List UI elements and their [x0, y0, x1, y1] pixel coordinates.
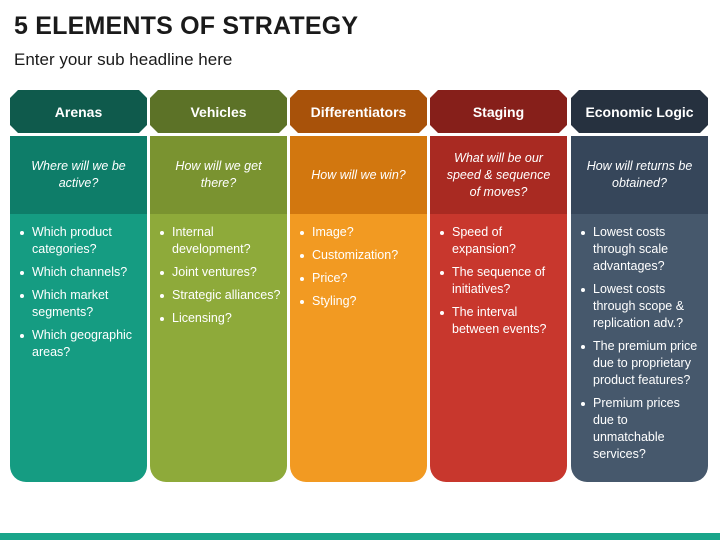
column-header: Staging: [430, 90, 567, 133]
bullet-list: Internal development? Joint ventures? Stra…: [150, 214, 287, 327]
column-question: How will returns be obtained?: [571, 136, 708, 214]
bullet-item: Which geographic areas?: [20, 327, 141, 361]
column-body: How will we get there?Internal developme…: [150, 136, 287, 482]
column-question: How will we get there?: [150, 136, 287, 214]
bullet-item: The sequence of initiatives?: [440, 264, 561, 298]
bullet-item: Which market segments?: [20, 287, 141, 321]
bullet-item: Lowest costs through scale advantages?: [581, 224, 702, 275]
bullet-item: Which channels?: [20, 264, 141, 281]
bullet-list: Image? Customization? Price? Styling?: [290, 214, 427, 310]
bullet-item: Price?: [300, 270, 421, 287]
column-body: What will be our speed & sequence of mov…: [430, 136, 567, 482]
bullet-item: Licensing?: [160, 310, 281, 327]
column-body: Where will we be active?Which product ca…: [10, 136, 147, 482]
bullet-item: Image?: [300, 224, 421, 241]
bullet-item: Which product categories?: [20, 224, 141, 258]
page-subtitle: Enter your sub headline here: [14, 50, 233, 69]
bullet-item: Premium prices due to unmatchable servic…: [581, 395, 702, 463]
bullet-item: The premium price due to proprietary pro…: [581, 338, 702, 389]
page-title: 5 ELEMENTS OF STRATEGY: [14, 12, 359, 40]
bullet-list: Speed of expansion? The sequence of initi…: [430, 214, 567, 338]
column-question: Where will we be active?: [10, 136, 147, 214]
column-question: What will be our speed & sequence of mov…: [430, 136, 567, 214]
bullet-item: The interval between events?: [440, 304, 561, 338]
bullet-list: Which product categories? Which channels?…: [10, 214, 147, 361]
bullet-item: Strategic alliances?: [160, 287, 281, 304]
column-header: Vehicles: [150, 90, 287, 133]
bullet-item: Speed of expansion?: [440, 224, 561, 258]
bullet-item: Styling?: [300, 293, 421, 310]
column-body: How will returns be obtained?Lowest cost…: [571, 136, 708, 482]
bullet-item: Internal development?: [160, 224, 281, 258]
column-header: Arenas: [10, 90, 147, 133]
column-question: How will we win?: [290, 136, 427, 214]
column-body: How will we win? Image? Customization? Pric…: [290, 136, 427, 482]
bullet-item: Customization?: [300, 247, 421, 264]
column-header: Differentiators: [290, 90, 427, 133]
bullet-list: Lowest costs through scale advantages? Lo…: [571, 214, 708, 463]
bullet-item: Lowest costs through scope & replication…: [581, 281, 702, 332]
bullet-item: Joint ventures?: [160, 264, 281, 281]
bottom-accent-bar: [0, 533, 720, 540]
column-header: Economic Logic: [571, 90, 708, 133]
